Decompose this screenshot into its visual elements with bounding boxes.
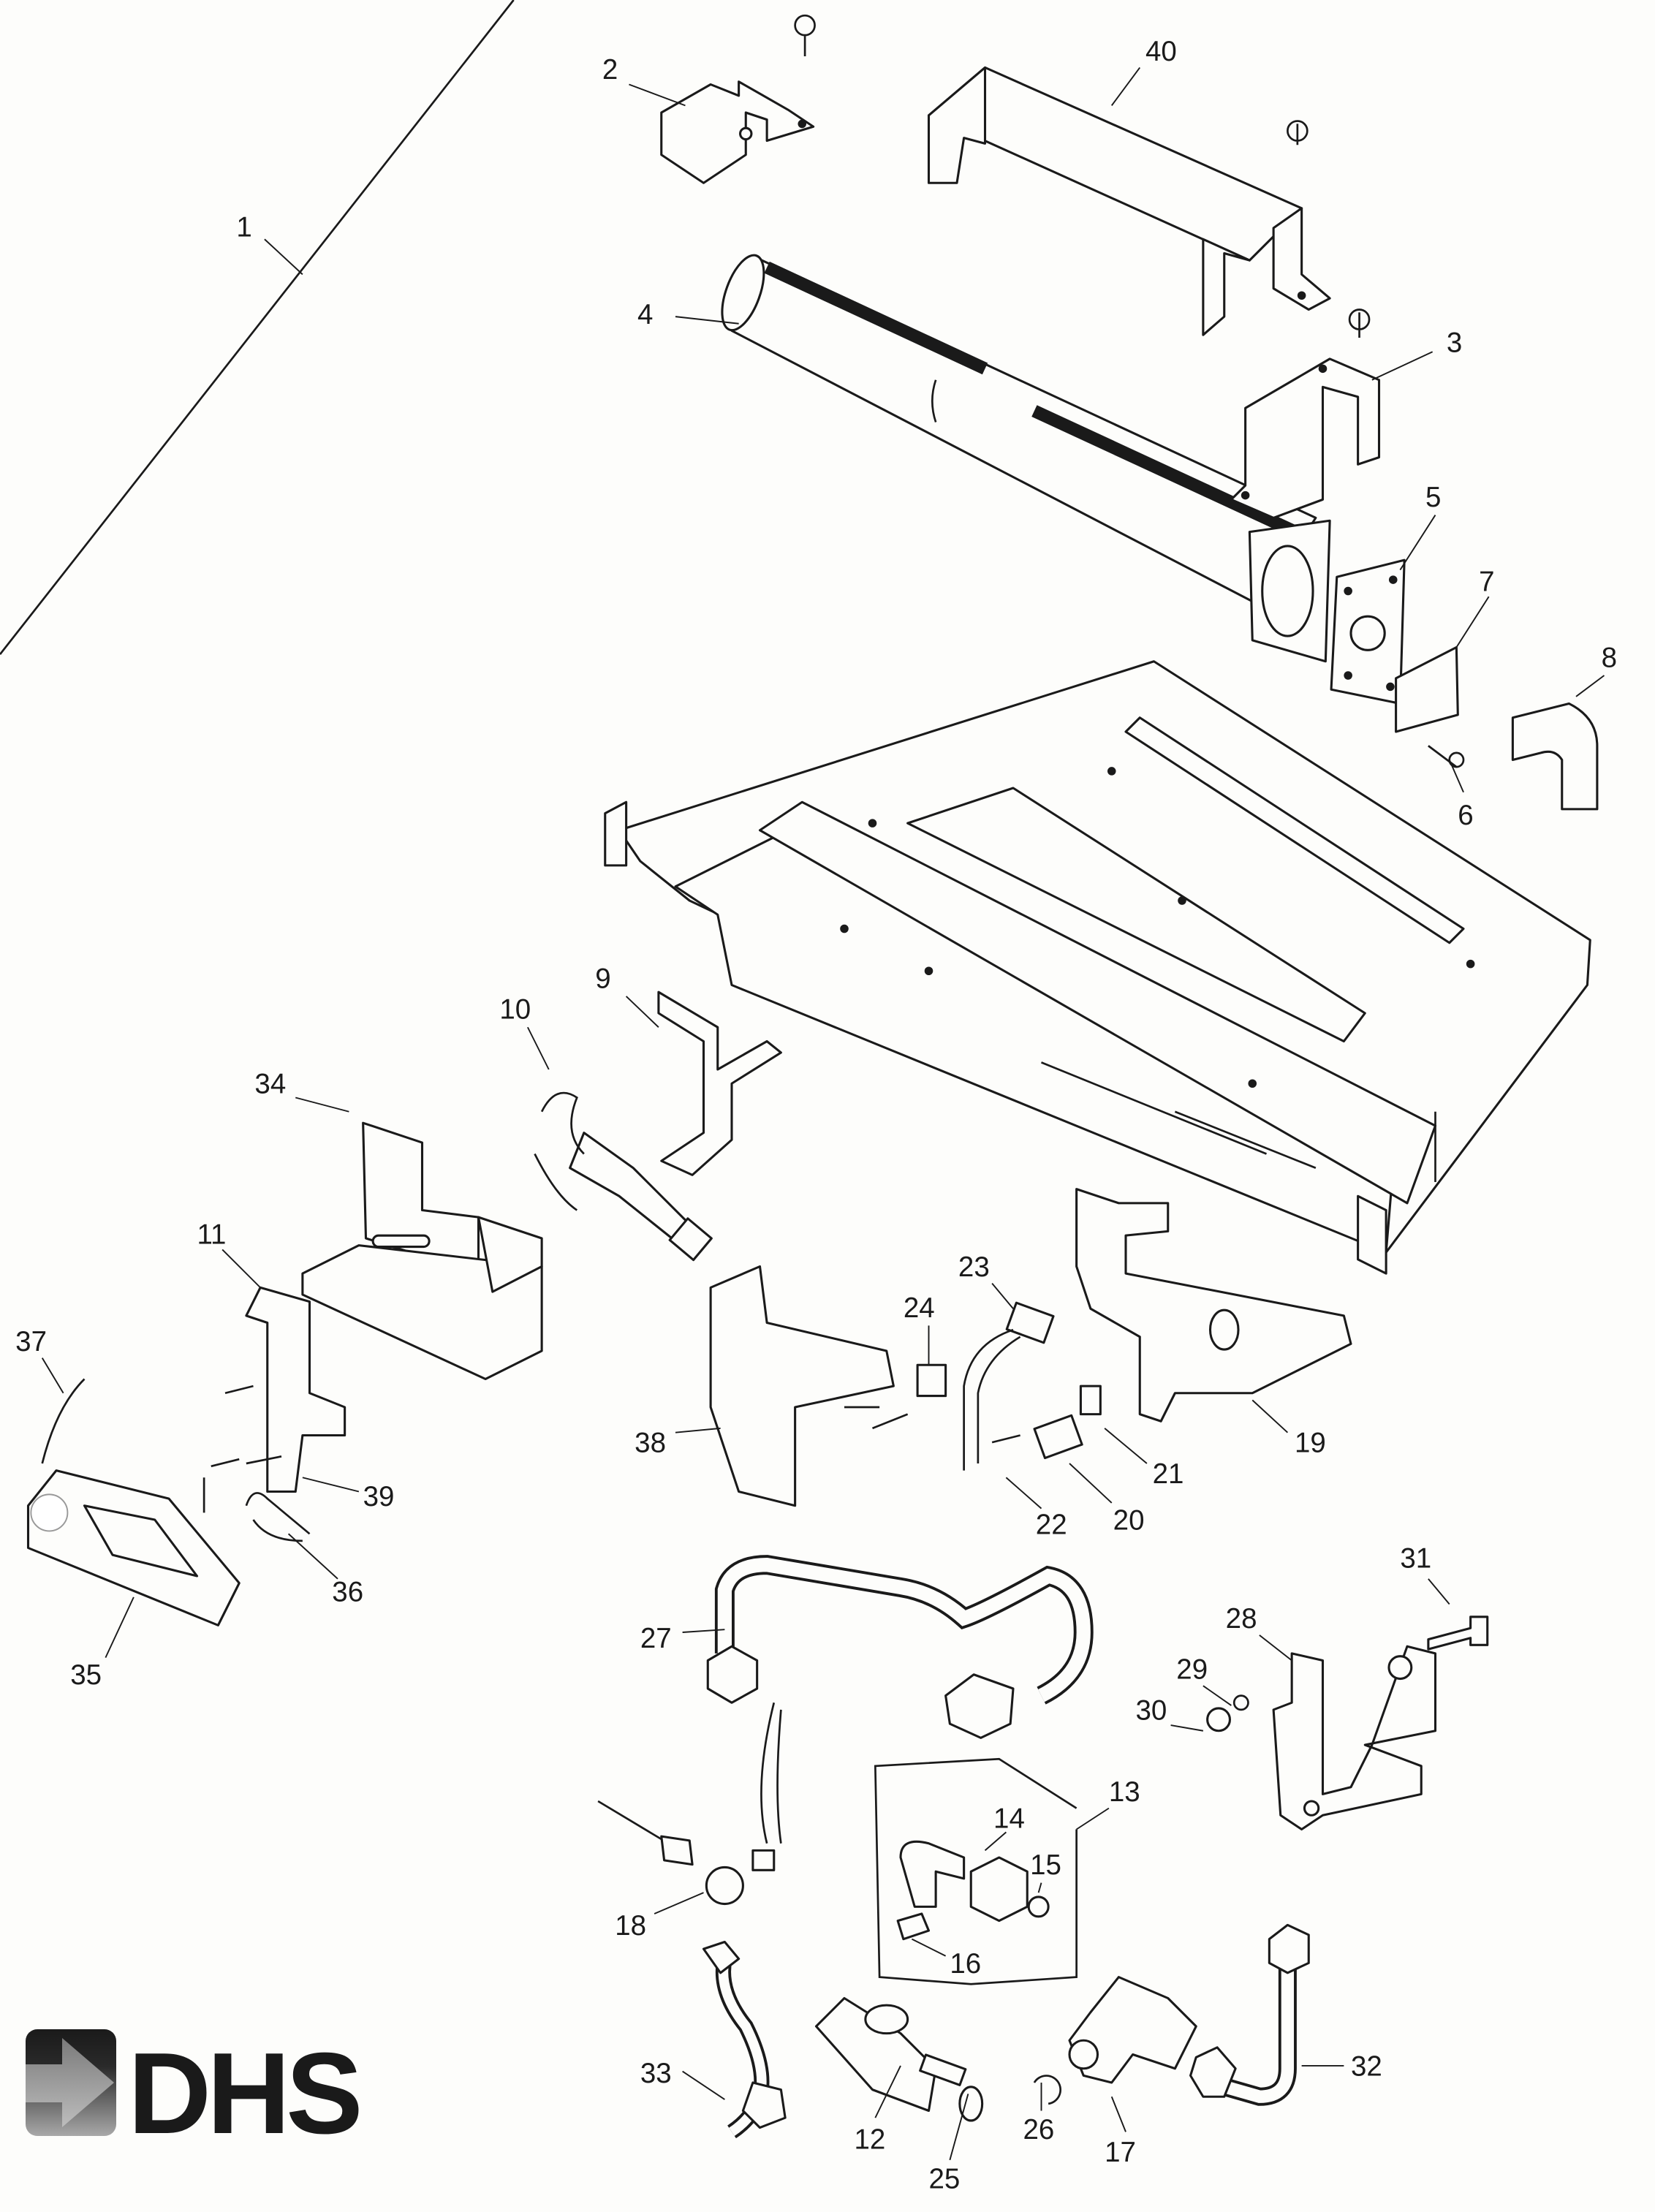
part-7-plate	[1395, 645, 1459, 733]
label-part-14: 14	[993, 1803, 1025, 1835]
label-part-22: 22	[1036, 1509, 1067, 1540]
part-33-nut-lower	[741, 2081, 787, 2129]
part-3-bracket	[1230, 357, 1381, 519]
label-part-21: 21	[1153, 1458, 1184, 1490]
part-12-valve	[814, 1996, 1062, 2122]
label-part-17: 17	[1105, 2137, 1136, 2168]
label-part-9: 9	[595, 963, 610, 994]
label-part-12: 12	[854, 2124, 885, 2155]
label-part-15: 15	[1030, 1849, 1061, 1881]
label-part-27: 27	[640, 1623, 672, 1654]
part-9-bracket	[657, 991, 782, 1176]
label-part-39: 39	[363, 1481, 395, 1512]
label-part-1: 1	[236, 211, 251, 243]
part-labels: 1 2 3 4 5 6 7 8 9 10 11 12 13 14 15 16 1…	[15, 36, 1617, 2195]
label-part-18: 18	[615, 1910, 646, 1942]
part-10-pilot-valve	[534, 1091, 713, 1262]
part-13-kit	[874, 1757, 1078, 1985]
label-part-40: 40	[1145, 36, 1177, 67]
label-part-32: 32	[1351, 2050, 1382, 2082]
part-33-nut	[702, 1940, 741, 1974]
thermocouple-switches	[844, 1301, 1102, 1471]
label-part-8: 8	[1602, 642, 1617, 673]
label-part-25: 25	[929, 2163, 961, 2194]
label-part-33: 33	[640, 2058, 672, 2089]
part-34-bracket	[301, 1121, 543, 1381]
label-part-24: 24	[904, 1292, 935, 1324]
label-part-5: 5	[1425, 482, 1441, 513]
label-part-4: 4	[637, 299, 653, 330]
label-part-19: 19	[1295, 1428, 1326, 1459]
dhs-logo: DHS	[26, 2029, 363, 2158]
part-40-cover	[927, 66, 1371, 338]
screws	[202, 1385, 282, 1513]
label-part-29: 29	[1176, 1654, 1208, 1686]
logo-text: DHS	[128, 2029, 359, 2158]
part-38-shield	[709, 1265, 895, 1507]
label-part-10: 10	[499, 994, 531, 1026]
part-6-screw	[1428, 745, 1465, 768]
label-part-16: 16	[950, 1948, 981, 1980]
label-part-36: 36	[332, 1577, 363, 1608]
label-part-6: 6	[1458, 800, 1473, 831]
label-part-23: 23	[958, 1251, 990, 1283]
part-35-igniter-housing	[26, 1378, 311, 1626]
label-part-28: 28	[1226, 1603, 1257, 1635]
label-part-11: 11	[197, 1219, 227, 1251]
part-4-burner-tube	[721, 254, 1331, 663]
label-part-31: 31	[1400, 1542, 1431, 1574]
label-part-2: 2	[602, 54, 618, 86]
leader-lines	[41, 67, 1605, 2161]
label-part-30: 30	[1135, 1694, 1167, 1726]
part-27-gas-tube	[706, 1555, 1094, 1739]
part-1-line	[0, 0, 515, 655]
label-part-35: 35	[70, 1659, 102, 1691]
part-5-gasket	[1330, 558, 1406, 705]
burner-tray	[604, 660, 1591, 1275]
part-28-bracket	[1206, 1616, 1489, 1831]
part-19-hole	[1208, 1308, 1240, 1351]
label-part-38: 38	[635, 1428, 666, 1459]
label-part-13: 13	[1109, 1776, 1140, 1808]
label-part-26: 26	[1023, 2114, 1054, 2145]
label-part-37: 37	[15, 1326, 47, 1357]
label-part-3: 3	[1447, 327, 1462, 358]
part-17-regulator	[1068, 1976, 1197, 2084]
label-part-34: 34	[254, 1069, 286, 1100]
part-32-tube	[1189, 1923, 1310, 2106]
part-8-elbow	[1511, 702, 1599, 811]
part-11-bracket	[245, 1286, 346, 1493]
part-19-bracket	[1075, 1188, 1352, 1423]
part-2-bracket	[660, 14, 816, 184]
arrow-icon	[26, 2038, 114, 2127]
part-18-fitting	[597, 1702, 782, 1906]
label-part-7: 7	[1479, 567, 1494, 598]
label-part-20: 20	[1113, 1504, 1145, 1536]
